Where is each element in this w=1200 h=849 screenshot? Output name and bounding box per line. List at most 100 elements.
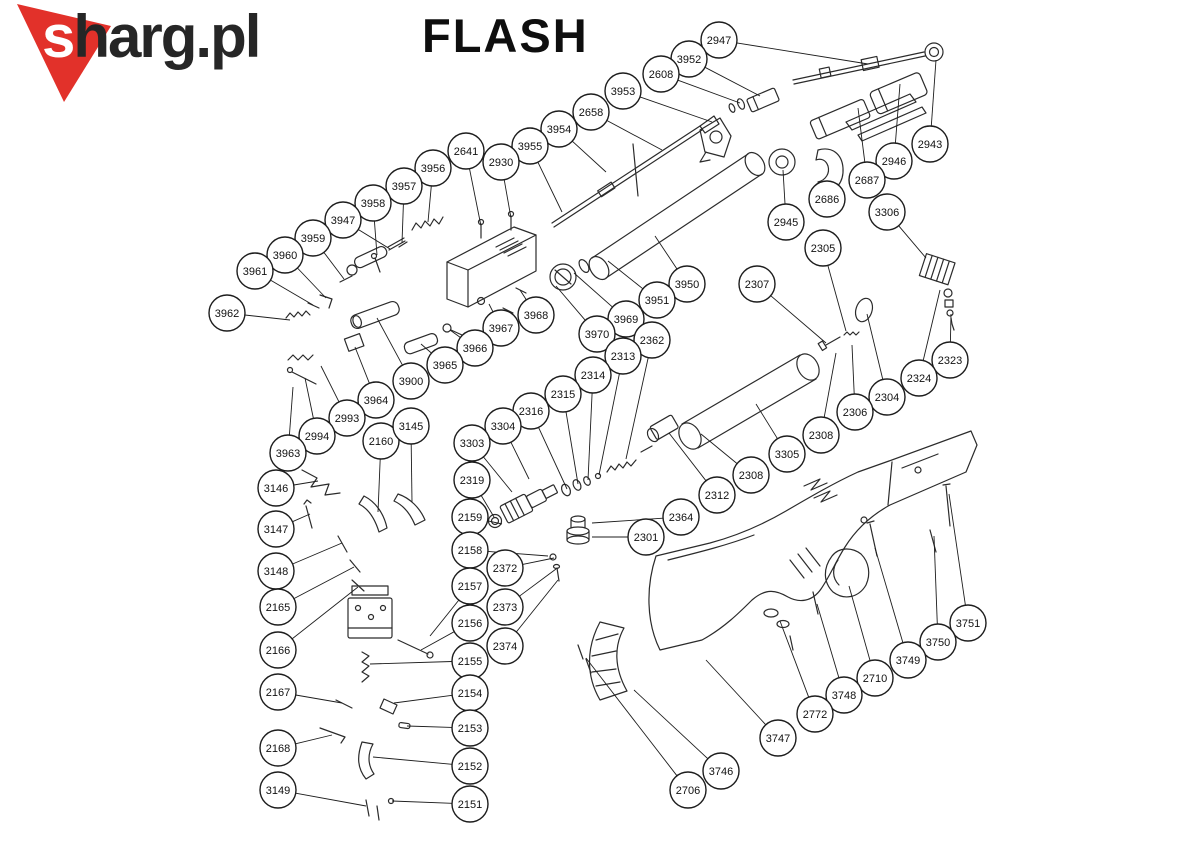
part-number-3970: 3970 xyxy=(585,329,609,341)
part-callout-3956: 3956 xyxy=(414,149,452,187)
part-callout-3957: 3957 xyxy=(385,167,423,205)
part-callout-3147: 3147 xyxy=(257,510,295,548)
callout-circle-2374 xyxy=(486,627,524,665)
valve-drawing xyxy=(728,87,780,113)
callouts-layer: 2947395226083953265839543955264129302943… xyxy=(208,21,987,823)
callout-circle-2313 xyxy=(604,337,642,375)
part-number-2706: 2706 xyxy=(676,785,700,797)
callout-circle-2301 xyxy=(627,518,665,556)
part-number-3751: 3751 xyxy=(956,618,980,630)
part-number-2167: 2167 xyxy=(266,687,290,699)
callout-circle-3751 xyxy=(949,604,987,642)
part-callout-3954: 3954 xyxy=(540,110,578,148)
callout-circle-3305 xyxy=(768,435,806,473)
callout-circle-2306 xyxy=(836,393,874,431)
leader-line-3751 xyxy=(948,493,966,606)
leader-line-2167 xyxy=(295,694,343,704)
leader-line-3967 xyxy=(488,303,494,313)
callout-circle-3145 xyxy=(392,407,430,445)
leader-line-3146 xyxy=(293,480,319,486)
part-callout-2159: 2159 xyxy=(451,498,489,536)
callout-circle-3149 xyxy=(259,771,297,809)
callout-circle-2362 xyxy=(633,321,671,359)
part-callout-3750: 3750 xyxy=(919,623,957,661)
part-callout-3148: 3148 xyxy=(257,552,295,590)
part-callout-2687: 2687 xyxy=(848,161,886,199)
part-number-3305: 3305 xyxy=(775,449,799,461)
callout-circle-3147 xyxy=(257,510,295,548)
part-number-2304: 2304 xyxy=(875,392,899,404)
part-number-2308: 2308 xyxy=(809,430,833,442)
part-callout-3747: 3747 xyxy=(759,719,797,757)
part-callout-3966: 3966 xyxy=(456,329,494,367)
callout-circle-2641 xyxy=(447,132,485,170)
leader-line-3145 xyxy=(410,443,413,503)
part-callout-3964: 3964 xyxy=(357,381,395,419)
leader-line-2151 xyxy=(391,800,453,804)
callout-circle-2156 xyxy=(451,604,489,642)
leader-line-3962 xyxy=(244,314,291,321)
part-number-3306: 3306 xyxy=(875,207,899,219)
end-cap-drawing xyxy=(768,148,796,176)
leader-line-2304 xyxy=(866,313,884,380)
callout-circle-2168 xyxy=(259,729,297,767)
callout-circle-2151 xyxy=(451,785,489,823)
part-number-3749: 3749 xyxy=(896,655,920,667)
part-number-2658: 2658 xyxy=(579,107,603,119)
part-number-2323: 2323 xyxy=(938,355,962,367)
leader-line-3969 xyxy=(573,272,613,308)
callout-circle-2323 xyxy=(931,341,969,379)
part-callout-3746: 3746 xyxy=(702,752,740,790)
part-number-3748: 3748 xyxy=(832,690,856,702)
callout-circle-2994 xyxy=(298,417,336,455)
part-callout-2307: 2307 xyxy=(738,265,776,303)
leader-line-3951 xyxy=(607,260,644,290)
part-callout-2166: 2166 xyxy=(259,631,297,669)
callout-circle-2993 xyxy=(328,399,366,437)
part-number-2687: 2687 xyxy=(855,175,879,187)
leader-line-2312 xyxy=(668,432,707,482)
part-number-3148: 3148 xyxy=(264,566,288,578)
callout-circle-2364 xyxy=(662,498,700,536)
leader-line-2313 xyxy=(598,373,620,476)
callout-circle-3957 xyxy=(385,167,423,205)
callout-circle-2305 xyxy=(804,229,842,267)
part-callout-3961: 3961 xyxy=(236,252,274,290)
part-number-2308: 2308 xyxy=(739,470,763,482)
cocking-parts-drawing xyxy=(343,300,463,355)
part-callout-2364: 2364 xyxy=(662,498,700,536)
part-callout-2323: 2323 xyxy=(931,341,969,379)
part-number-2945: 2945 xyxy=(774,217,798,229)
part-number-2153: 2153 xyxy=(458,723,482,735)
leader-line-2305 xyxy=(827,265,847,332)
part-number-3962: 3962 xyxy=(215,308,239,320)
part-callout-2946: 2946 xyxy=(875,142,913,180)
callout-circle-3955 xyxy=(511,127,549,165)
part-callout-2706: 2706 xyxy=(669,771,707,809)
part-number-3965: 3965 xyxy=(433,360,457,372)
part-number-3968: 3968 xyxy=(524,310,548,322)
part-callout-3748: 3748 xyxy=(825,676,863,714)
part-number-3960: 3960 xyxy=(273,250,297,262)
sharg-logo[interactable]: sharg.pl xyxy=(14,0,354,106)
part-number-3955: 3955 xyxy=(518,141,542,153)
part-callout-2686: 2686 xyxy=(808,180,846,218)
butt-pad-drawing xyxy=(577,621,628,701)
orings-spring-drawing xyxy=(560,445,653,497)
part-number-2313: 2313 xyxy=(611,351,635,363)
part-number-3746: 3746 xyxy=(709,766,733,778)
callout-circle-2312 xyxy=(698,476,736,514)
leader-line-2156 xyxy=(420,631,455,651)
part-callout-2315: 2315 xyxy=(544,375,582,413)
part-callout-2301: 2301 xyxy=(627,518,665,556)
leader-line-2994 xyxy=(304,377,314,419)
callout-circle-2319 xyxy=(453,461,491,499)
callout-circle-2160 xyxy=(362,422,400,460)
part-callout-2160: 2160 xyxy=(362,422,400,460)
leader-line-3306 xyxy=(898,225,927,259)
part-number-2362: 2362 xyxy=(640,335,664,347)
part-callout-3951: 3951 xyxy=(638,281,676,319)
part-callout-2165: 2165 xyxy=(259,588,297,626)
callout-circle-3966 xyxy=(456,329,494,367)
part-number-2165: 2165 xyxy=(266,602,290,614)
